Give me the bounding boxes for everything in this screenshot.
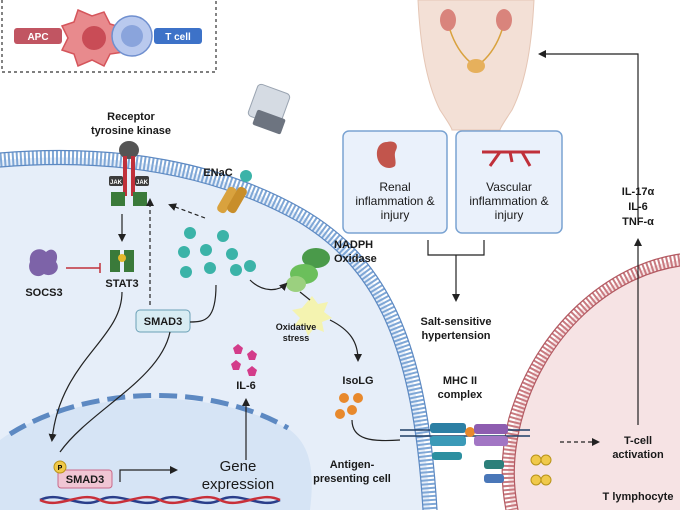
smad3-nucleus-box xyxy=(57,469,113,489)
oxidative-stress-burst xyxy=(292,296,332,336)
phospho-label: P xyxy=(58,465,63,472)
tact-label-1: T-cell xyxy=(624,435,652,447)
phospho-icon xyxy=(53,460,67,474)
nadph-oxidase xyxy=(286,248,330,292)
vascular-label-1: Vascular xyxy=(486,180,532,194)
socs3-inhibition xyxy=(66,263,101,273)
t-lymphocyte-cell xyxy=(501,253,680,510)
stat3-to-nucleus-arrow xyxy=(48,291,123,442)
enac-channel xyxy=(217,186,247,214)
smad3-to-nucleus-line xyxy=(59,331,171,453)
receptor-label-1: Receptor xyxy=(107,111,155,123)
apc-label-2: presenting cell xyxy=(313,473,391,485)
renal-label-2: inflammation & xyxy=(355,194,434,208)
gene-label-2: expression xyxy=(202,476,275,493)
apc-label-1: Antigen- xyxy=(330,459,375,471)
mhc-label-2: complex xyxy=(438,389,484,401)
ssh-label-2: hypertension xyxy=(421,330,490,342)
cytokine-feedback-arrow xyxy=(538,50,639,220)
nadph-label-2: Oxidase xyxy=(334,253,377,265)
tcell-legend-tag xyxy=(154,28,202,44)
legend-box: APC T cell xyxy=(1,0,217,73)
il6-molecules xyxy=(231,344,257,376)
renal-label-1: Renal xyxy=(379,180,410,194)
salt-shaker-icon xyxy=(247,83,291,135)
gene-label-1: Gene xyxy=(220,458,257,475)
isolg-label: IsoLG xyxy=(342,375,373,387)
tcell-legend-label: T cell xyxy=(165,32,191,43)
na-to-nadph-arrow xyxy=(249,279,288,292)
smad3-label: SMAD3 xyxy=(144,316,183,328)
cytokine-il6: IL-6 xyxy=(628,201,648,213)
renal-label-3: injury xyxy=(381,208,410,222)
isolg-molecules xyxy=(335,393,363,419)
tlymph-label: T lymphocyte xyxy=(603,491,674,503)
mhc-ii-complex xyxy=(400,423,552,486)
jak-right-label: JAK xyxy=(136,180,149,186)
isolg-to-mhc-line xyxy=(351,419,401,442)
nadph-to-stress-line xyxy=(299,291,311,301)
enac-to-receptor-arrow xyxy=(168,203,206,219)
vascular-box: Vascular inflammation & injury xyxy=(455,130,563,234)
apc-cell-icon xyxy=(60,8,126,68)
jak-left-label: JAK xyxy=(110,180,123,186)
cytokine-il17: IL-17α xyxy=(622,186,655,198)
ssh-label-1: Salt-sensitive xyxy=(421,316,492,328)
human-torso-figure xyxy=(417,0,535,131)
apc-legend-label: APC xyxy=(27,32,48,43)
stress-to-isolg-arrow xyxy=(329,319,362,362)
na-to-smad3-line xyxy=(189,284,217,323)
vascular-label-3: injury xyxy=(495,208,524,222)
tcell-icon xyxy=(111,15,153,57)
receptor-tyrosine-kinase: JAK JAK xyxy=(109,141,149,206)
cytokine-tnfa: TNF-α xyxy=(622,216,654,228)
merge-arrow xyxy=(427,240,485,300)
renal-box: Renal inflammation & injury xyxy=(342,130,448,234)
receptor-label-2: tyrosine kinase xyxy=(91,125,171,137)
dna-strand xyxy=(39,495,281,505)
smad3-box xyxy=(135,309,191,333)
mhc-label-1: MHC II xyxy=(443,375,477,387)
socs3-label: SOCS3 xyxy=(25,287,62,299)
oxidative-label-1: Oxidative xyxy=(276,322,317,332)
blood-vessel-icon xyxy=(482,150,540,167)
stat3-label: STAT3 xyxy=(105,278,138,290)
kidney-icon xyxy=(376,141,397,168)
nadph-label-1: NADPH xyxy=(334,239,373,251)
na-ion-cluster xyxy=(178,227,256,278)
smad3-nucleus-label: SMAD3 xyxy=(66,474,105,486)
vascular-label-2: inflammation & xyxy=(469,194,548,208)
enac-label: ENaC xyxy=(203,167,232,179)
stat3-complex xyxy=(110,250,134,272)
oxidative-label-2: stress xyxy=(283,333,310,343)
socs3-protein xyxy=(29,249,58,277)
il6-label: IL-6 xyxy=(236,380,256,392)
apc-legend-tag xyxy=(14,28,62,44)
na-ion-outside xyxy=(240,170,252,182)
tact-label-2: activation xyxy=(612,449,664,461)
smad3-to-gene-arrow xyxy=(119,466,178,482)
